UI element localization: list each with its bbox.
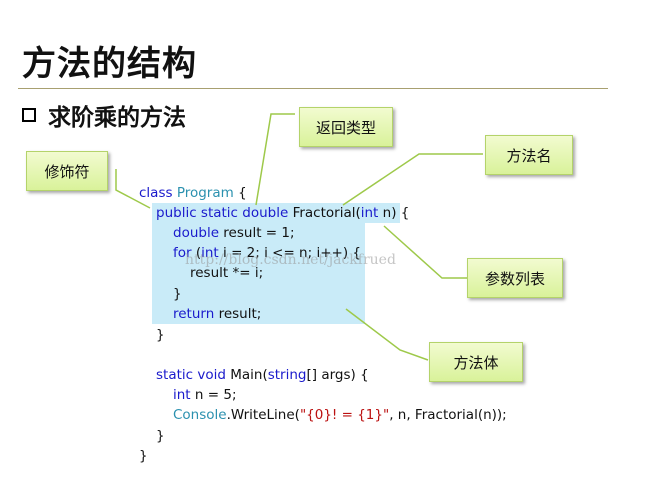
kw-class: class: [139, 185, 173, 201]
kw-string: string: [267, 367, 307, 383]
code-line-10: int n = 5;: [173, 385, 237, 405]
watermark: http://blog.csdn.net/jackfrued: [185, 252, 396, 268]
kw-for: for: [173, 245, 192, 261]
callout-modifier: 修饰符: [26, 151, 108, 191]
method-name: Fractorial(: [288, 205, 361, 221]
square-bullet-icon: [22, 108, 36, 122]
code-line-12: }: [156, 428, 165, 444]
code-line-9: static void Main(string[] args) {: [156, 365, 369, 385]
code-line-8: }: [156, 327, 165, 343]
method-highlight: [152, 203, 365, 324]
code-text: (: [191, 245, 202, 261]
string-literal: "{0}! = {1}": [299, 407, 390, 423]
callout-return-type: 返回类型: [299, 107, 393, 147]
code-text: n) {: [378, 205, 410, 221]
signature-highlight: [152, 203, 400, 223]
kw-int: int: [201, 245, 219, 261]
code-text: .WriteLine(: [226, 407, 300, 423]
code-text: {: [233, 185, 247, 201]
kw-static-void: static void: [156, 367, 226, 383]
method-name: Main(: [225, 367, 268, 383]
slide-title: 方法的结构: [22, 44, 197, 84]
callout-method-name: 方法名: [485, 135, 573, 175]
code-line-11: Console.WriteLine("{0}! = {1}", n, Fract…: [173, 405, 507, 425]
code-text: n = 5;: [190, 387, 237, 403]
code-line-5: result *= i;: [190, 265, 264, 281]
code-line-7: return result;: [173, 304, 261, 324]
kw-int: int: [360, 205, 379, 221]
callout-param-list: 参数列表: [467, 258, 563, 298]
code-line-6: }: [173, 286, 182, 302]
code-text: result;: [214, 306, 262, 322]
type-console: Console: [173, 407, 227, 423]
kw-double: double: [173, 225, 220, 241]
code-text: [] args) {: [306, 367, 369, 383]
code-line-13: }: [139, 448, 148, 464]
code-line-4: for (int i = 2; i <= n; i++) {: [173, 243, 361, 263]
callout-method-body: 方法体: [429, 342, 523, 382]
code-text: result = 1;: [219, 225, 295, 241]
title-divider: [18, 88, 608, 89]
code-text: i = 2; i <= n; i++) {: [218, 245, 361, 261]
bullet-text: 求阶乘的方法: [48, 105, 186, 131]
type-program: Program: [176, 185, 234, 201]
bullet-row: 求阶乘的方法: [22, 98, 186, 132]
code-text: , n, Fractorial(n));: [389, 407, 507, 423]
code-line-2: public static double Fractorial(int n) {: [156, 203, 409, 223]
kw-modifiers: public static double: [156, 205, 289, 221]
kw-int: int: [173, 387, 191, 403]
code-block: class Program { public static double Fra…: [0, 0, 507, 464]
kw-return: return: [173, 306, 215, 322]
code-line-1: class Program {: [139, 183, 247, 203]
code-line-3: double result = 1;: [173, 223, 295, 243]
